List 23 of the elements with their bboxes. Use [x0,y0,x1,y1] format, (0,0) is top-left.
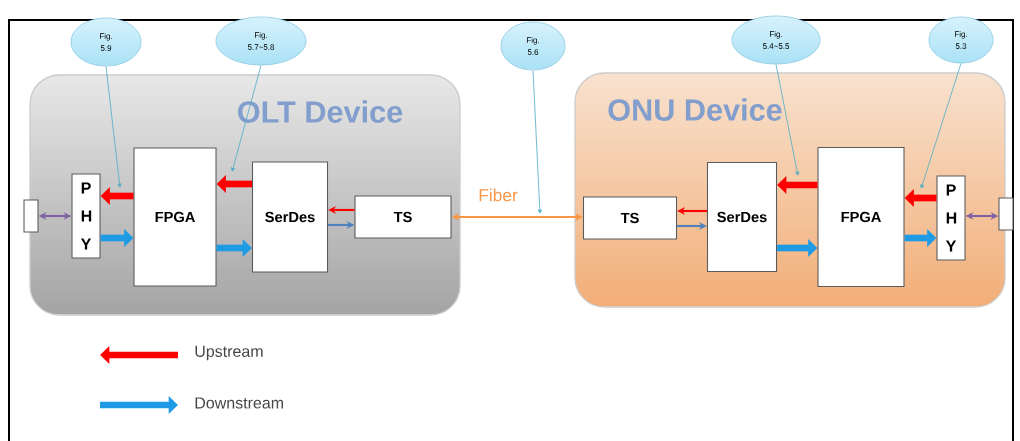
leader-line [920,63,962,189]
leader-line [532,70,542,214]
port-box [998,197,1014,231]
phy-box: P H Y [936,175,966,261]
block-box: SerDes [251,161,329,273]
block-box: FPGA [817,146,905,288]
callout-bubble: Fig. 5.9 [70,17,142,67]
legend-label: Downstream [195,397,283,409]
callout-bubble: Fig. 5.3 [928,16,994,64]
block-box: FPGA [133,147,217,287]
phy-box: P H Y [71,173,101,259]
leader-line [105,66,122,188]
edge-label: Fiber [479,188,518,202]
callout-bubble: Fig. 5.6 [500,21,566,71]
block-box: SerDes [706,161,778,273]
block-box: TS [354,195,452,239]
callout-bubble: Fig. 5.7~5.8 [215,16,307,66]
leader-line [231,65,262,172]
port-box [23,199,39,233]
callout-bubble: Fig. 5.4~5.5 [731,15,821,65]
leader-line [775,64,800,176]
legend-label: Upstream [195,345,263,361]
block-box: TS [582,196,678,240]
